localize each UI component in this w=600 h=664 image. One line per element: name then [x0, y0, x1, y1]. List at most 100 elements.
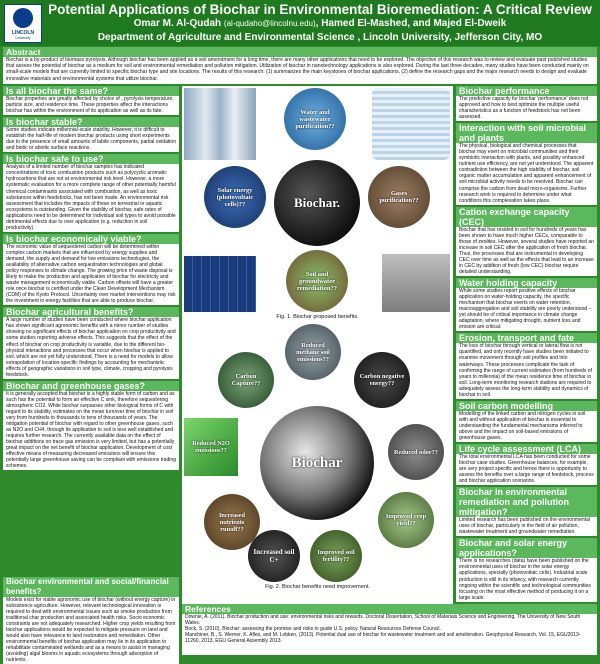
- section-text: The total environmental LCA has been con…: [456, 454, 597, 486]
- figure1-node-gases-label: Gases purification??: [379, 190, 419, 204]
- figure2-node-odor: Reduced odor??: [388, 424, 444, 480]
- section-text: There is no researches (data) have been …: [456, 558, 597, 602]
- abstract-text: Biochar is a by-product of biomass pyrol…: [6, 57, 589, 82]
- figure2-caption: Fig. 2. Biochar benefits need improvemen…: [265, 584, 370, 590]
- center-column: Biochar. Water and wastewater purificati…: [182, 86, 453, 604]
- figure2-node-n2o-label: Reduced N2O emissions??: [192, 440, 230, 454]
- figure1-node-solar-label: Solar energy (photovoltaic cells)??: [216, 186, 254, 208]
- section-all-biochar-same: Is all biochar the same? Biochar propert…: [3, 86, 179, 116]
- section-biochar-stable: Is biochar stable? Some studies indicate…: [3, 117, 179, 153]
- figure2-node-crop-label: Improved crop yield??: [385, 513, 427, 527]
- figure1-node-gases: Gases purification??: [368, 166, 430, 228]
- section-heading: Life cycle assessment (LCA): [456, 444, 597, 455]
- figure1-node-solar: Solar energy (photovoltaic cells)??: [204, 166, 266, 228]
- poster-authors: Omar M. Al-Qudah (al-qudaho@lincolnu.edu…: [44, 17, 596, 30]
- reference-item: Bock, S. (2010). Biochar: assessing the …: [185, 626, 441, 633]
- figure2-node-n2o: Reduced N2O emissions??: [184, 418, 238, 476]
- section-lca: Life cycle assessment (LCA) The total en…: [456, 444, 597, 486]
- section-solar-energy: Biochar and solar energy applications? T…: [456, 538, 597, 602]
- section-biochar-safe: Is biochar safe to use? Analysis of a li…: [3, 154, 179, 232]
- figure-1: Biochar. Water and wastewater purificati…: [182, 86, 453, 322]
- figure2-node-methane: Reduced methane soil emissions??: [285, 324, 341, 380]
- figure1-node-water: Water and wastewater purification??: [284, 88, 346, 150]
- reference-item: Manchiner, B., S. Werner, K. Afles, and …: [185, 632, 581, 645]
- section-heading: Biochar performance: [456, 86, 597, 96]
- figure-2: Biochar Reduced methane soil emissions??…: [182, 324, 453, 594]
- university-logo: LINCOLN University: [4, 4, 42, 43]
- section-heading: Biochar in environmental remediation and…: [456, 487, 597, 518]
- figure2-node-carbon-negative-label: Carbon negative energy??: [359, 373, 405, 387]
- section-economically-viable: Is biochar economically viable? The econ…: [3, 233, 179, 306]
- section-text: Some studies indicate millennial-scale s…: [3, 127, 179, 153]
- section-heading: Soil carbon modelling: [456, 400, 597, 411]
- figure1-node-soil: Soil and groundwater remediation??: [286, 250, 348, 312]
- section-text: It is generally accepted that biochar is…: [3, 390, 179, 471]
- crest-icon: [13, 8, 33, 28]
- section-greenhouse-gases: Biochar and greenhouse gases? It is gene…: [3, 380, 179, 471]
- figure2-node-methane-label: Reduced methane soil emissions??: [296, 341, 330, 363]
- figure1-node-soil-label: Soil and groundwater remediation??: [297, 270, 337, 292]
- section-text: Modelling of the linked carbon and nitro…: [456, 410, 597, 443]
- left-column: Is all biochar the same? Biochar propert…: [3, 86, 179, 569]
- author-coauthors: , Hamed El-Mashed, and Majed El-Dweik: [315, 18, 507, 29]
- section-heading: Biochar and greenhouse gases?: [3, 380, 179, 391]
- abstract-section: Abstract Biochar is a by-product of biom…: [3, 47, 597, 84]
- figure2-node-fertility-label: Improved soil fertility??: [317, 549, 355, 563]
- chimney-image: [382, 254, 450, 312]
- author-email: (al-qudaho@lincolnu.edu): [223, 19, 316, 28]
- section-water-holding: Water holding capacity While some studie…: [456, 278, 597, 332]
- figure2-node-carbon-capture-label: Carbon Capture??: [231, 373, 261, 387]
- poster-department: Department of Agriculture and Environmen…: [97, 32, 543, 43]
- section-environmental-social-benefits: Biochar environmental and social/financi…: [3, 577, 179, 664]
- section-text: Models exist for viable agronomic use of…: [3, 597, 179, 664]
- author-lead: Omar M. Al-Qudah: [133, 18, 222, 29]
- reference-item: Downie, A. (2011). Biochar production an…: [185, 614, 581, 627]
- section-heading: Is biochar economically viable?: [3, 233, 179, 244]
- section-heading: Water holding capacity: [456, 278, 597, 289]
- section-text: Biochar properties are greatly affected …: [3, 96, 179, 116]
- poster-header: LINCOLN University Potential Application…: [0, 0, 600, 46]
- abstract-heading: Abstract: [3, 47, 597, 57]
- figure2-center-biochar: Biochar: [260, 406, 374, 520]
- section-text: The loss of biochar through vertical or …: [456, 343, 597, 399]
- section-text: A large number of studies have been cond…: [3, 317, 179, 379]
- section-text: While some studies report positive effec…: [456, 288, 597, 332]
- figure2-node-soil-c-label: Increased soil C+: [253, 548, 295, 564]
- section-soil-microbial: Interaction with soil microbial and plan…: [456, 123, 597, 205]
- figure2-node-fertility: Improved soil fertility??: [310, 530, 362, 582]
- figure2-node-carbon-capture: Carbon Capture??: [218, 352, 274, 408]
- membrane-filter-image: [184, 88, 256, 160]
- section-text: Biochar that has resided in soil for hun…: [456, 226, 597, 277]
- section-text: The predictive capacity for biochar 'per…: [456, 96, 597, 122]
- references-heading: References: [182, 604, 597, 614]
- section-heading: Is all biochar the same?: [3, 86, 179, 96]
- section-heading: Biochar agricultural benefits?: [3, 307, 179, 318]
- figure2-center-label: Biochar: [291, 454, 343, 471]
- section-heading: Biochar and solar energy applications?: [456, 538, 597, 559]
- section-text: The physical, biological and chemical pr…: [456, 143, 597, 205]
- figure1-node-water-label: Water and wastewater purification??: [295, 108, 335, 130]
- figure2-node-nutrients-label: Increased nutrients runoff??: [218, 511, 246, 533]
- figure2-node-nutrients: Increased nutrients runoff??: [204, 494, 260, 550]
- figure1-center-biochar: Biochar.: [274, 160, 360, 246]
- references-section: References Downie, A. (2011). Biochar pr…: [182, 604, 597, 655]
- logo-name: LINCOLN: [11, 30, 35, 36]
- right-column: Biochar performance The predictive capac…: [456, 86, 597, 602]
- section-erosion: Erosion, transport and fate The loss of …: [456, 333, 597, 399]
- section-biochar-performance: Biochar performance The predictive capac…: [456, 86, 597, 122]
- section-text: The economic value of sequestered carbon…: [3, 243, 179, 306]
- section-agricultural-benefits: Biochar agricultural benefits? A large n…: [3, 307, 179, 379]
- solar-panel-image: [184, 256, 256, 312]
- section-heading: Is biochar stable?: [3, 117, 179, 128]
- section-heading: Cation exchange capacity (CEC): [456, 206, 597, 227]
- figure2-node-odor-label: Reduced odor??: [394, 448, 438, 456]
- section-soil-carbon-modelling: Soil carbon modelling Modelling of the l…: [456, 400, 597, 443]
- section-text: Limited research has been published on t…: [456, 517, 597, 537]
- figure1-center-label: Biochar.: [293, 195, 341, 210]
- poster-title: Potential Applications of Biochar in Env…: [48, 2, 592, 17]
- cartridge-filter-image: [372, 88, 450, 160]
- section-cec: Cation exchange capacity (CEC) Biochar t…: [456, 206, 597, 277]
- figure2-node-soil-c: Increased soil C+: [248, 530, 300, 582]
- figure2-node-crop: Improved crop yield??: [378, 492, 434, 548]
- logo-sub: University: [15, 36, 31, 40]
